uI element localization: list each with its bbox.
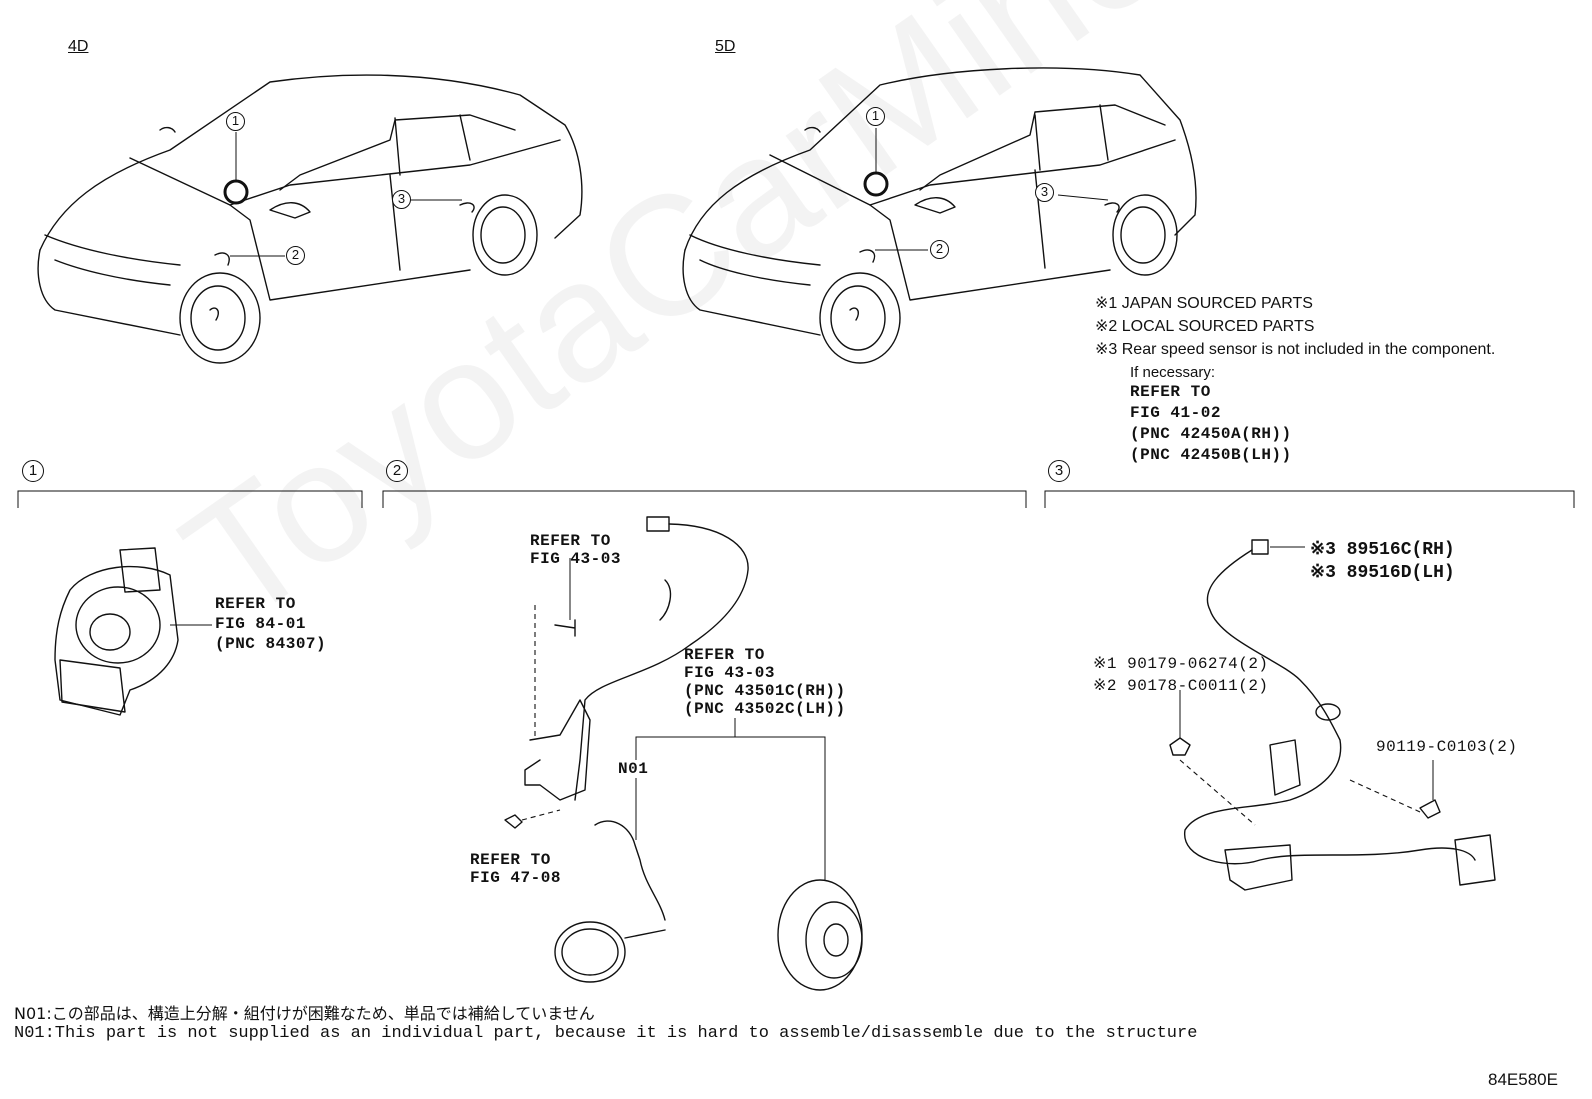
section-brackets: [17, 490, 1575, 508]
footer-note-japanese: N01:この部品は、構造上分解・組付けが困難なため、単品では補給していません: [14, 1004, 595, 1023]
s2-pnc-rh: (PNC 43501C(RH)): [684, 682, 846, 700]
note-japan-sourced: ※1 JAPAN SOURCED PARTS: [1095, 295, 1313, 312]
section-3-marker: 3: [1048, 460, 1070, 482]
section-2-marker: 2: [386, 460, 408, 482]
note-refer-to: REFER TO: [1130, 383, 1211, 401]
callout-1-sedan: 1: [226, 112, 245, 131]
note-local-sourced: ※2 LOCAL SOURCED PARTS: [1095, 318, 1315, 335]
s1-pnc: (PNC 84307): [215, 635, 327, 653]
note-pnc-rh: (PNC 42450A(RH)): [1130, 425, 1292, 443]
s1-refer-to: REFER TO: [215, 595, 296, 613]
rear-speed-sensor-part: [1169, 539, 1496, 891]
s2-pnc-lh: (PNC 43502C(LH)): [684, 700, 846, 718]
callout-2-hatchback: 2: [930, 240, 949, 259]
s1-fig: FIG 84-01: [215, 615, 306, 633]
footer-note-english: N01:This part is not supplied as an indi…: [14, 1024, 1198, 1043]
s3-part-lh: ※3 89516D(LH): [1310, 563, 1455, 583]
variant-label-5d: 5D: [715, 38, 736, 55]
callout-2-sedan: 2: [286, 246, 305, 265]
front-speed-sensor-part: [504, 516, 863, 991]
spiral-cable-part: [54, 547, 212, 716]
callout-3-hatchback: 3: [1035, 183, 1054, 202]
hatchback-illustration: [682, 67, 1197, 364]
illustration-code: 84E580E: [1488, 1070, 1558, 1089]
s3-bolt-rear: 90119-C0103(2): [1376, 738, 1518, 756]
s3-bolt-local: ※2 90178-C0011(2): [1093, 677, 1269, 695]
s2-refer-to-b: REFER TO: [684, 646, 765, 664]
s2-fig-c: FIG 47-08: [470, 869, 561, 887]
note-rear-sensor: ※3 Rear speed sensor is not included in …: [1095, 341, 1496, 358]
section-1-marker: 1: [22, 460, 44, 482]
s2-fig-b: FIG 43-03: [684, 664, 775, 682]
variant-label-4d: 4D: [68, 38, 89, 55]
sedan-illustration: [37, 74, 583, 364]
s2-fig-a: FIG 43-03: [530, 550, 621, 568]
callout-1-hatchback: 1: [866, 107, 885, 126]
note-if-necessary: If necessary:: [1130, 364, 1216, 381]
note-pnc-lh: (PNC 42450B(LH)): [1130, 446, 1292, 464]
s2-n01-label: N01: [618, 760, 649, 778]
s3-bolt-japan: ※1 90179-06274(2): [1093, 655, 1269, 673]
s2-refer-to-c: REFER TO: [470, 851, 551, 869]
s2-refer-to-a: REFER TO: [530, 532, 611, 550]
callout-3-sedan: 3: [392, 190, 411, 209]
s3-part-rh: ※3 89516C(RH): [1310, 540, 1455, 560]
note-fig-ref: FIG 41-02: [1130, 404, 1221, 422]
